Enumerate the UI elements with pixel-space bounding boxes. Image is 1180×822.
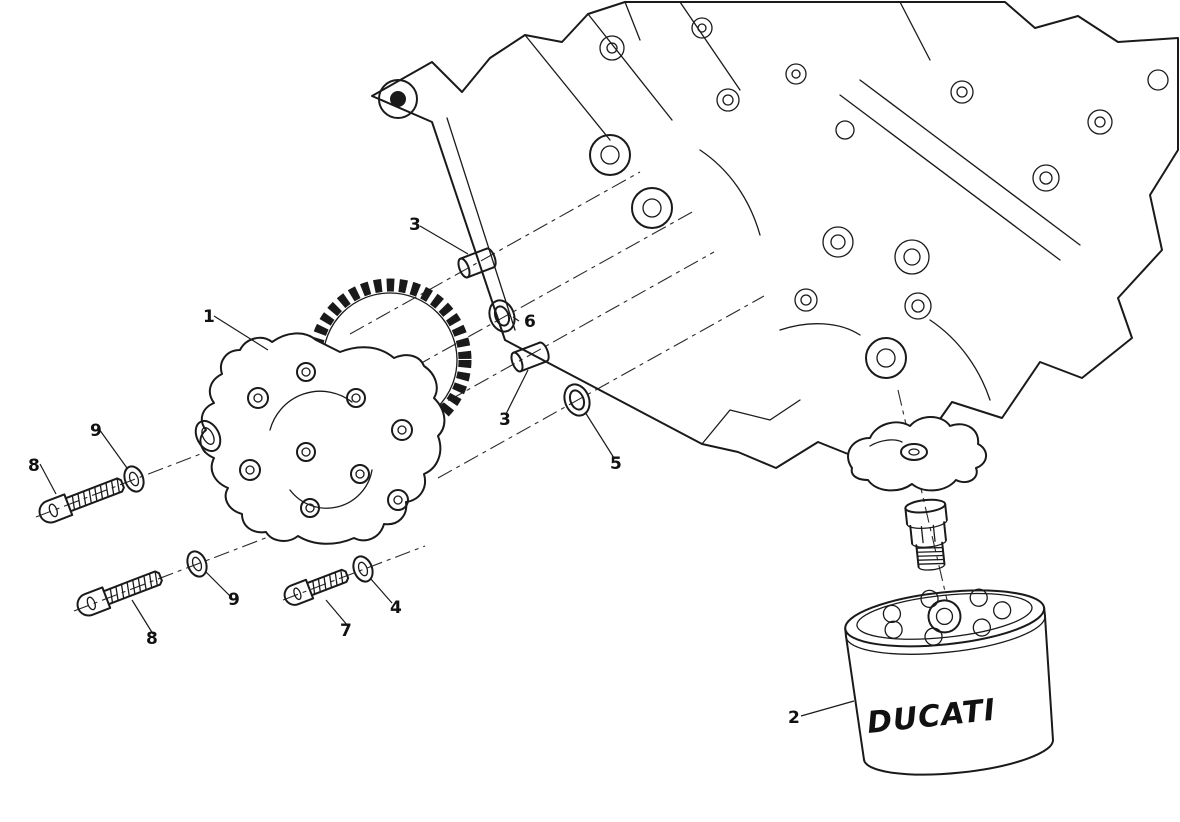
bolt-7 <box>280 564 352 609</box>
callout-5: 5 <box>610 454 622 474</box>
filter-brand-text: DUCATI <box>865 693 997 741</box>
callout-8a: 8 <box>28 456 40 476</box>
callout-4: 4 <box>390 598 402 618</box>
callout-9a: 9 <box>90 421 102 441</box>
callouts: 1 3 6 3 5 9 8 8 9 7 4 2 <box>28 215 800 728</box>
bushing-3a <box>455 246 499 280</box>
pump-screw-heads <box>239 362 413 518</box>
callout-2: 2 <box>788 708 800 728</box>
callout-6: 6 <box>524 312 536 332</box>
bolt-8b <box>73 565 166 620</box>
callout-1: 1 <box>203 307 215 327</box>
oil-filter-drawing: DUCATI <box>844 588 1054 776</box>
leader-lines <box>39 225 855 717</box>
oil-pump-drawing <box>194 278 472 545</box>
callout-3b: 3 <box>499 410 511 430</box>
filter-union-drawing <box>847 416 987 571</box>
center-lines <box>35 171 948 612</box>
callout-3a: 3 <box>409 215 421 235</box>
callout-9b: 9 <box>228 590 240 610</box>
callout-8b: 8 <box>146 629 158 649</box>
crankcase-drawing <box>371 1 1179 469</box>
filter-top-holes <box>882 588 1012 646</box>
callout-7: 7 <box>340 621 352 641</box>
